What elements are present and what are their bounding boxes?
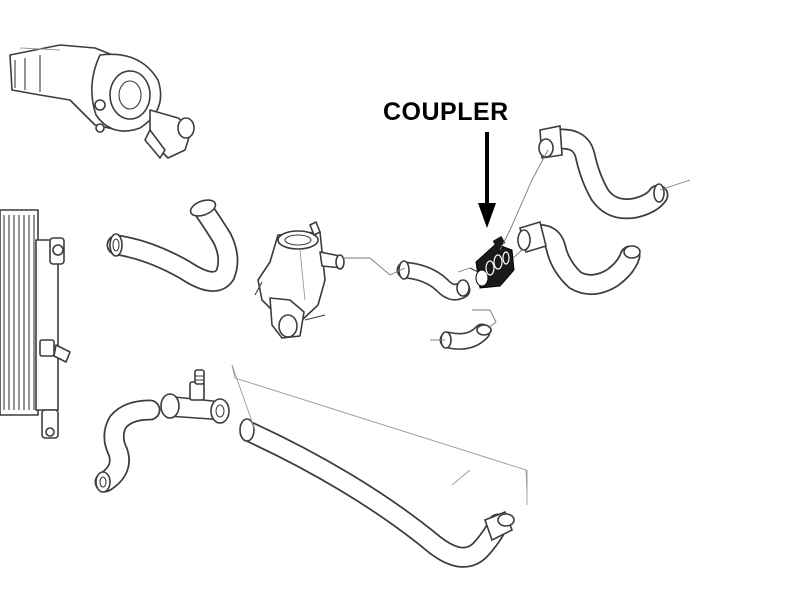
coupler-part xyxy=(469,236,515,289)
small-hose-center xyxy=(396,260,471,301)
water-pump xyxy=(9,44,195,159)
long-lower-hose xyxy=(239,418,515,568)
tee-fitting xyxy=(160,369,230,424)
upper-left-hose xyxy=(106,199,239,292)
upper-right-hose xyxy=(538,125,669,220)
lower-left-hose xyxy=(94,399,161,493)
thermostat-housing xyxy=(254,221,345,339)
leader-lines xyxy=(231,149,691,505)
callout-arrow xyxy=(478,132,496,228)
radiator xyxy=(0,209,71,439)
middle-right-hose xyxy=(517,220,641,295)
small-elbow xyxy=(439,323,492,350)
callout-label: COUPLER xyxy=(383,98,509,126)
